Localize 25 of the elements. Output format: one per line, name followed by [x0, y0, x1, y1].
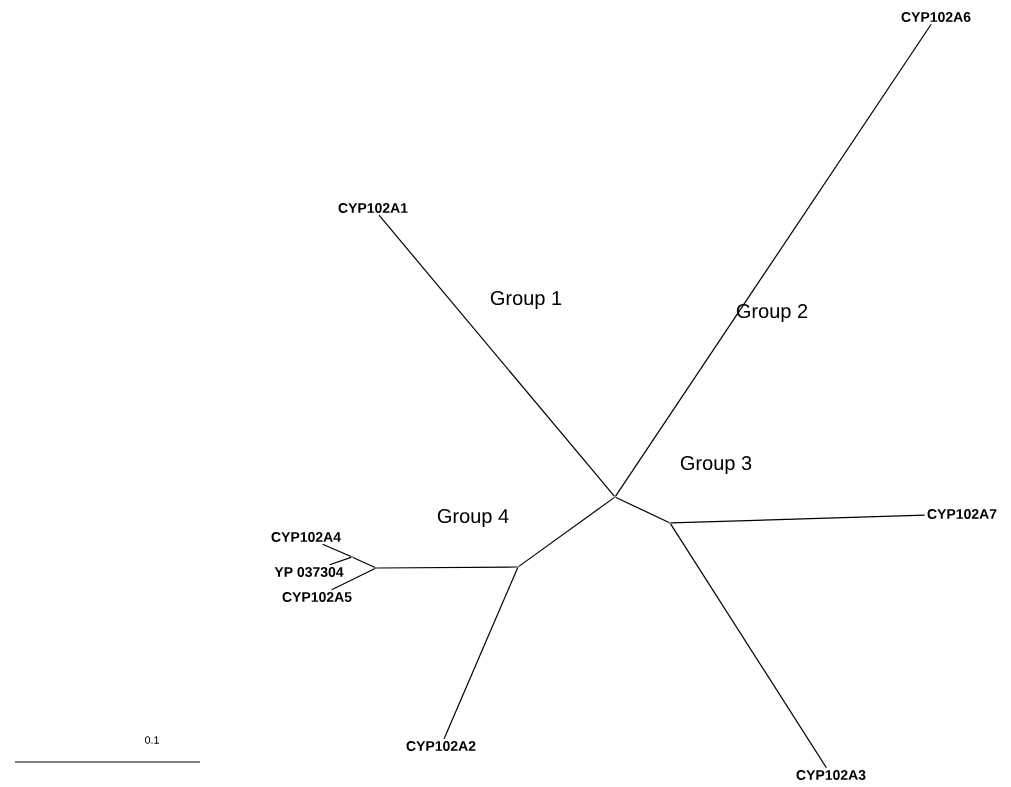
- leaf-label: CYP102A7: [927, 509, 997, 519]
- branch-line: [615, 23, 932, 497]
- branch-line: [670, 514, 926, 524]
- branch-line: [615, 496, 670, 524]
- branch-line: [322, 543, 352, 558]
- group-label: Group 4: [437, 508, 509, 528]
- group-label: Group 3: [680, 455, 752, 475]
- leaf-label: YP 037304: [274, 567, 344, 577]
- branch-line: [378, 214, 615, 497]
- branch-line: [376, 566, 518, 569]
- group-label: Group 1: [490, 290, 562, 310]
- leaf-label: CYP102A5: [282, 592, 352, 602]
- leaf-label: CYP102A6: [901, 12, 971, 22]
- branch-line: [329, 556, 352, 566]
- branch-line: [331, 567, 376, 591]
- branch-line: [670, 523, 827, 769]
- branch-line: [518, 497, 615, 567]
- leaf-label: CYP102A4: [271, 532, 341, 542]
- leaf-label: CYP102A3: [796, 770, 866, 780]
- group-label: Group 2: [736, 303, 808, 323]
- branch-line: [443, 567, 519, 740]
- leaf-label: CYP102A1: [338, 203, 408, 213]
- branch-line: [352, 556, 376, 569]
- leaf-label: CYP102A2: [406, 741, 476, 751]
- scale-label: 0.1: [145, 736, 159, 744]
